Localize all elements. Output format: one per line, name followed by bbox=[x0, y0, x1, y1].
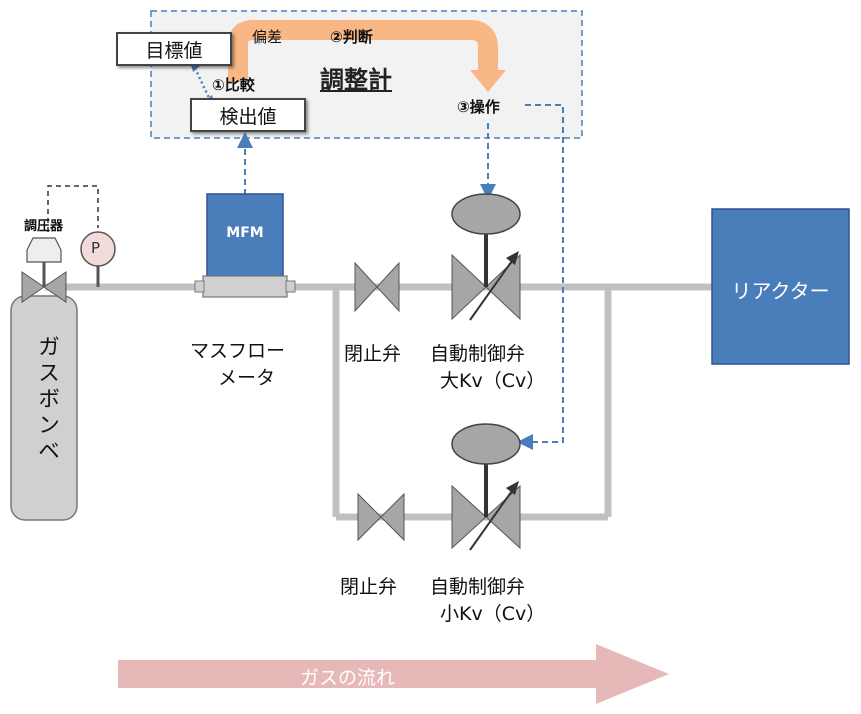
upper-control-valve-label-2: 大Kv（Cv） bbox=[440, 370, 546, 392]
lower-shutoff-valve-icon bbox=[357, 492, 405, 542]
pressure-gauge-icon bbox=[80, 231, 116, 267]
detected-value-box: 検出値 bbox=[190, 98, 306, 132]
regulator-dashed-line bbox=[47, 185, 99, 232]
mfm-label-line2: メータ bbox=[218, 367, 276, 389]
upper-control-valve-icon bbox=[451, 193, 521, 321]
upper-shutoff-valve-icon bbox=[354, 261, 400, 313]
judge-label: ②判断 bbox=[330, 28, 373, 46]
mfm-label-line1: マスフロー bbox=[190, 340, 286, 362]
orange-flow-arrow bbox=[228, 20, 506, 92]
signal-lines bbox=[237, 104, 564, 450]
compare-label: ①比較 bbox=[212, 76, 255, 94]
pipes bbox=[45, 283, 712, 521]
reactor-box bbox=[711, 208, 850, 365]
compare-arrow bbox=[193, 67, 212, 101]
mfm-base bbox=[202, 275, 288, 298]
lower-control-valve-icon bbox=[451, 423, 521, 551]
gauge-symbol: P bbox=[91, 239, 101, 257]
regulator-cap-icon bbox=[26, 237, 62, 263]
upper-shutoff-valve-label: 閉止弁 bbox=[344, 343, 402, 365]
mfm-display: MFM bbox=[226, 225, 264, 241]
lower-control-valve-label-2: 小Kv（Cv） bbox=[440, 603, 546, 625]
regulator-label: 調圧器 bbox=[24, 219, 64, 234]
cylinder-label: ガスボンベ bbox=[34, 335, 59, 465]
target-value-box: 目標値 bbox=[116, 32, 232, 66]
lower-control-valve-label-1: 自動制御弁 bbox=[430, 576, 526, 598]
controller-title: 調整計 bbox=[320, 66, 392, 94]
mfm-body bbox=[206, 193, 284, 277]
detected-value-label: 検出値 bbox=[219, 105, 277, 128]
gas-flow-arrow bbox=[118, 644, 669, 704]
lower-shutoff-valve-label: 閉止弁 bbox=[340, 576, 398, 598]
target-value-label: 目標値 bbox=[145, 39, 203, 62]
upper-control-valve-label-1: 自動制御弁 bbox=[430, 343, 526, 365]
gas-flow-label: ガスの流れ bbox=[300, 667, 396, 689]
gas-cylinder bbox=[10, 295, 78, 521]
reactor-label: リアクター bbox=[731, 279, 830, 303]
operate-label: ③操作 bbox=[457, 98, 500, 116]
deviation-label: 偏差 bbox=[252, 28, 283, 46]
cylinder-valve-icon bbox=[21, 237, 67, 303]
